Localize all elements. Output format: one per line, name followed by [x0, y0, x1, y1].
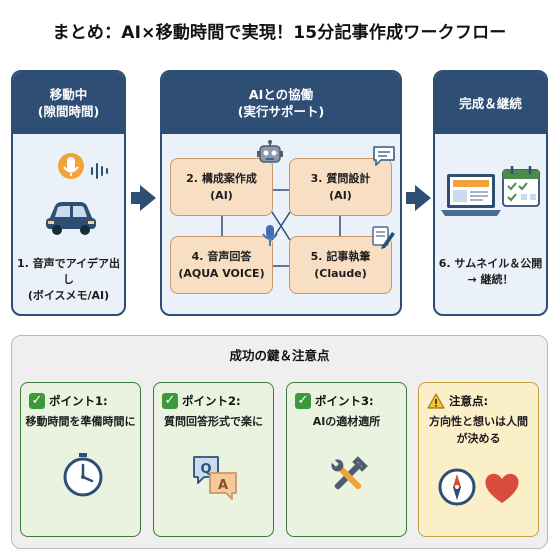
- caution-card: 注意点: 方向性と想いは人間 が決める: [418, 382, 539, 537]
- point-2-card: ✓ ポイント2: 質問回答形式で楽に Q A: [153, 382, 274, 537]
- card-writing: 5. 記事執筆 (Claude): [289, 236, 392, 294]
- caution-head: 注意点:: [449, 394, 489, 408]
- ai-header-line2: (実行サポート): [237, 104, 325, 119]
- chat-bubble-icon: [373, 146, 395, 166]
- point-1-body-line1: 移動時間を準備時間に: [25, 415, 136, 428]
- card-writing-line1: 5. 記事執筆: [310, 250, 371, 263]
- car-icon: [46, 202, 96, 235]
- clock-icon: [63, 453, 103, 497]
- card-question-line1: 3. 質問設計: [310, 172, 371, 185]
- step1-line2: (ボイスメモ/AI): [27, 289, 110, 302]
- flow-arrow-stem-1: [131, 192, 141, 204]
- page-title: まとめ：AI×移動時間で実現！15分記事作成ワークフロー: [52, 23, 507, 43]
- point-3-card: ✓ ポイント3: AIの適材適所: [286, 382, 407, 537]
- calendar-icon: [502, 166, 540, 207]
- step6-line2: → 継続！: [467, 273, 514, 286]
- robot-icon: [257, 140, 283, 163]
- flow-arrow-stem-2: [406, 192, 416, 204]
- caution-body-line2: が決める: [456, 432, 501, 445]
- moving-header-line1: 移動中: [49, 87, 88, 102]
- qa-icon: Q A: [193, 456, 237, 500]
- caution-body: 方向性と想いは人間 が決める: [419, 413, 538, 447]
- ai-header-line1: AIとの協働: [248, 87, 314, 102]
- card-question: 3. 質問設計 (AI): [289, 158, 392, 216]
- point-2-header: ✓ ポイント2:: [162, 393, 241, 409]
- step1-line1: 1. 音声でアイデア出し: [16, 257, 121, 286]
- card-structure-line1: 2. 構成案作成: [186, 172, 257, 185]
- point-1-head: ポイント1:: [49, 394, 108, 408]
- point-2-head: ポイント2:: [182, 394, 241, 408]
- microphone-icon-small: [262, 225, 278, 246]
- card-voice-line1: 4. 音声回答: [191, 250, 252, 263]
- flow-arrow-2: [415, 185, 431, 211]
- check-icon: ✓: [162, 393, 178, 409]
- point-3-header: ✓ ポイント3:: [295, 393, 374, 409]
- warning-icon: [427, 393, 445, 409]
- point-3-body-line1: AIの適材適所: [312, 415, 381, 428]
- moving-panel-header: 移動中 (隙間時間): [13, 72, 124, 134]
- caution-header: 注意点:: [427, 393, 488, 409]
- card-structure-line2: (AI): [210, 189, 233, 202]
- step6-label: 6. サムネイル＆公開 → 継続！: [435, 256, 546, 288]
- card-structure: 2. 構成案作成 (AI): [170, 158, 273, 216]
- check-icon: ✓: [29, 393, 45, 409]
- point-1-card: ✓ ポイント1: 移動時間を準備時間に: [20, 382, 141, 537]
- complete-panel: 完成＆継続 6. サムネイル＆公開 → 継続！: [433, 70, 548, 316]
- heart-icon: [485, 473, 519, 503]
- moving-panel: 移動中 (隙間時間) 1. 音声でアイデア出し (ボイスメモ/AI): [11, 70, 126, 316]
- step1-label: 1. 音声でアイデア出し (ボイスメモ/AI): [13, 256, 124, 304]
- point-3-body: AIの適材適所: [287, 413, 406, 430]
- complete-panel-header: 完成＆継続: [435, 72, 546, 134]
- ai-panel-header: AIとの協働 (実行サポート): [162, 72, 400, 134]
- tools-icon: [331, 456, 368, 490]
- microphone-icon: [58, 153, 84, 179]
- card-connectors: [221, 189, 341, 267]
- card-voice-answer: 4. 音声回答 (AQUA VOICE): [170, 236, 273, 294]
- flow-arrow-1: [140, 185, 156, 211]
- card-question-line2: (AI): [329, 189, 352, 202]
- point-1-header: ✓ ポイント1:: [29, 393, 108, 409]
- a-letter: A: [218, 478, 228, 493]
- card-writing-line2: (Claude): [314, 267, 367, 280]
- point-1-body: 移動時間を準備時間に: [21, 413, 140, 430]
- point-2-body: 質問回答形式で楽に: [154, 413, 273, 430]
- complete-header: 完成＆継続: [459, 95, 522, 111]
- laptop-icon: [441, 174, 501, 216]
- q-letter: Q: [200, 462, 211, 477]
- step6-line1: 6. サムネイル＆公開: [438, 257, 543, 270]
- caution-body-line1: 方向性と想いは人間: [429, 415, 528, 428]
- check-icon: ✓: [295, 393, 311, 409]
- compass-icon: [438, 468, 476, 506]
- key-points-title: 成功の鍵＆注意点: [229, 348, 330, 363]
- moving-header-line2: (隙間時間): [37, 104, 100, 119]
- pen-icon: [372, 226, 395, 249]
- sound-wave-icon: [91, 163, 108, 179]
- point-2-body-line1: 質問回答形式で楽に: [164, 415, 263, 428]
- point-3-head: ポイント3:: [315, 394, 374, 408]
- card-voice-line2: (AQUA VOICE): [178, 267, 265, 280]
- ai-panel: AIとの協働 (実行サポート) 2. 構成案作成 (AI) 3. 質問設計 (A…: [160, 70, 402, 316]
